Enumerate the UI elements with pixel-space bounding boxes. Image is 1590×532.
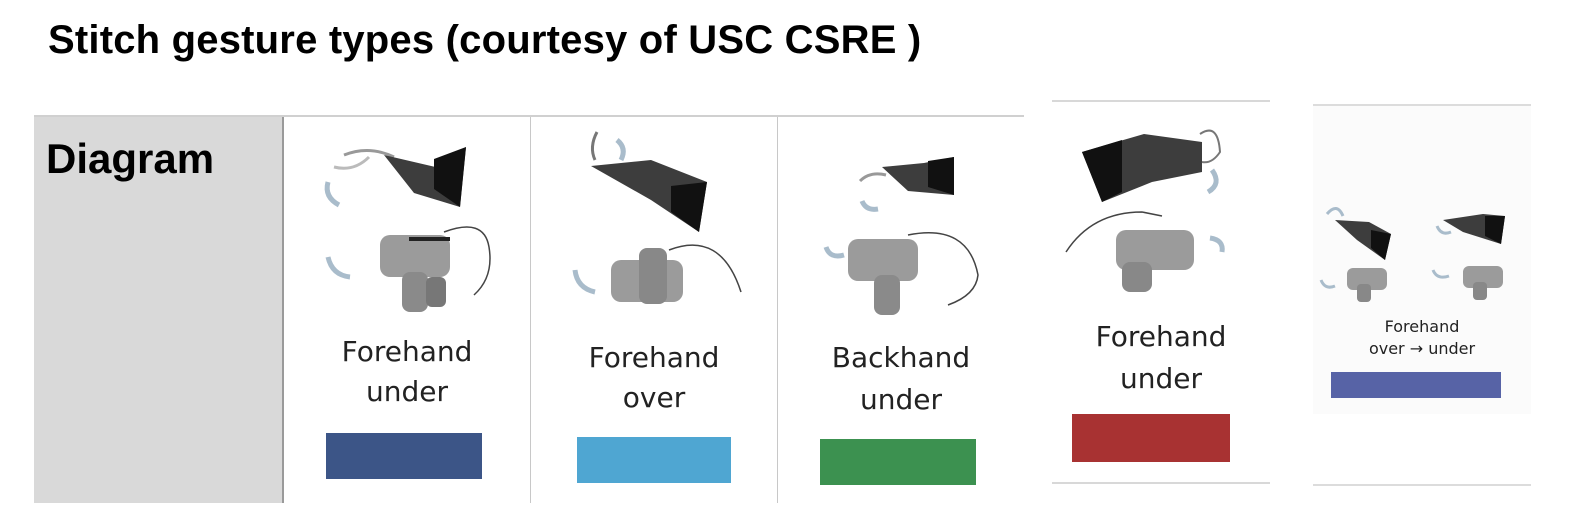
gesture-caption-line2: over xyxy=(622,381,686,414)
gesture-caption-line1: Forehand xyxy=(341,335,473,368)
gesture-color-swatch xyxy=(1072,414,1230,462)
gesture-caption-line2: under xyxy=(365,375,448,408)
row-label: Diagram xyxy=(46,135,215,182)
needle-driver-illustration xyxy=(823,157,979,315)
gesture-caption-line1: Forehand xyxy=(588,341,720,374)
gesture-caption-line1: Backhand xyxy=(831,341,971,374)
gesture-color-swatch xyxy=(1331,372,1501,398)
needle-driver-illustration xyxy=(1319,207,1505,302)
gesture-caption-line1: Forehand xyxy=(1384,317,1460,336)
needle-driver-illustration xyxy=(572,131,742,304)
divider xyxy=(1313,484,1531,486)
gesture-caption-line2: under xyxy=(1119,362,1202,395)
gesture-caption-line1: Forehand xyxy=(1095,320,1227,353)
row-label-cell: Diagram xyxy=(34,117,284,503)
gesture-color-swatch xyxy=(820,439,976,485)
gesture-cell-backhand-under: Backhand under xyxy=(778,117,1024,503)
gesture-panel-forehand-under-red: Forehand under xyxy=(1052,100,1270,484)
needle-driver-illustration xyxy=(1065,129,1225,292)
needle-driver-illustration xyxy=(324,147,491,312)
gesture-caption-line2: over → under xyxy=(1368,339,1476,358)
gesture-color-swatch xyxy=(326,433,482,479)
gesture-panel-forehand-over-under: Forehand over → under xyxy=(1313,104,1531,486)
gesture-color-swatch xyxy=(577,437,731,483)
gesture-cell-forehand-under: Forehand under xyxy=(284,117,531,503)
gesture-table: Diagram Forehand under xyxy=(34,115,1024,503)
gesture-caption-line2: under xyxy=(859,383,942,416)
page-title: Stitch gesture types (courtesy of USC CS… xyxy=(48,18,922,62)
gesture-cell-forehand-over: Forehand over xyxy=(531,117,778,503)
